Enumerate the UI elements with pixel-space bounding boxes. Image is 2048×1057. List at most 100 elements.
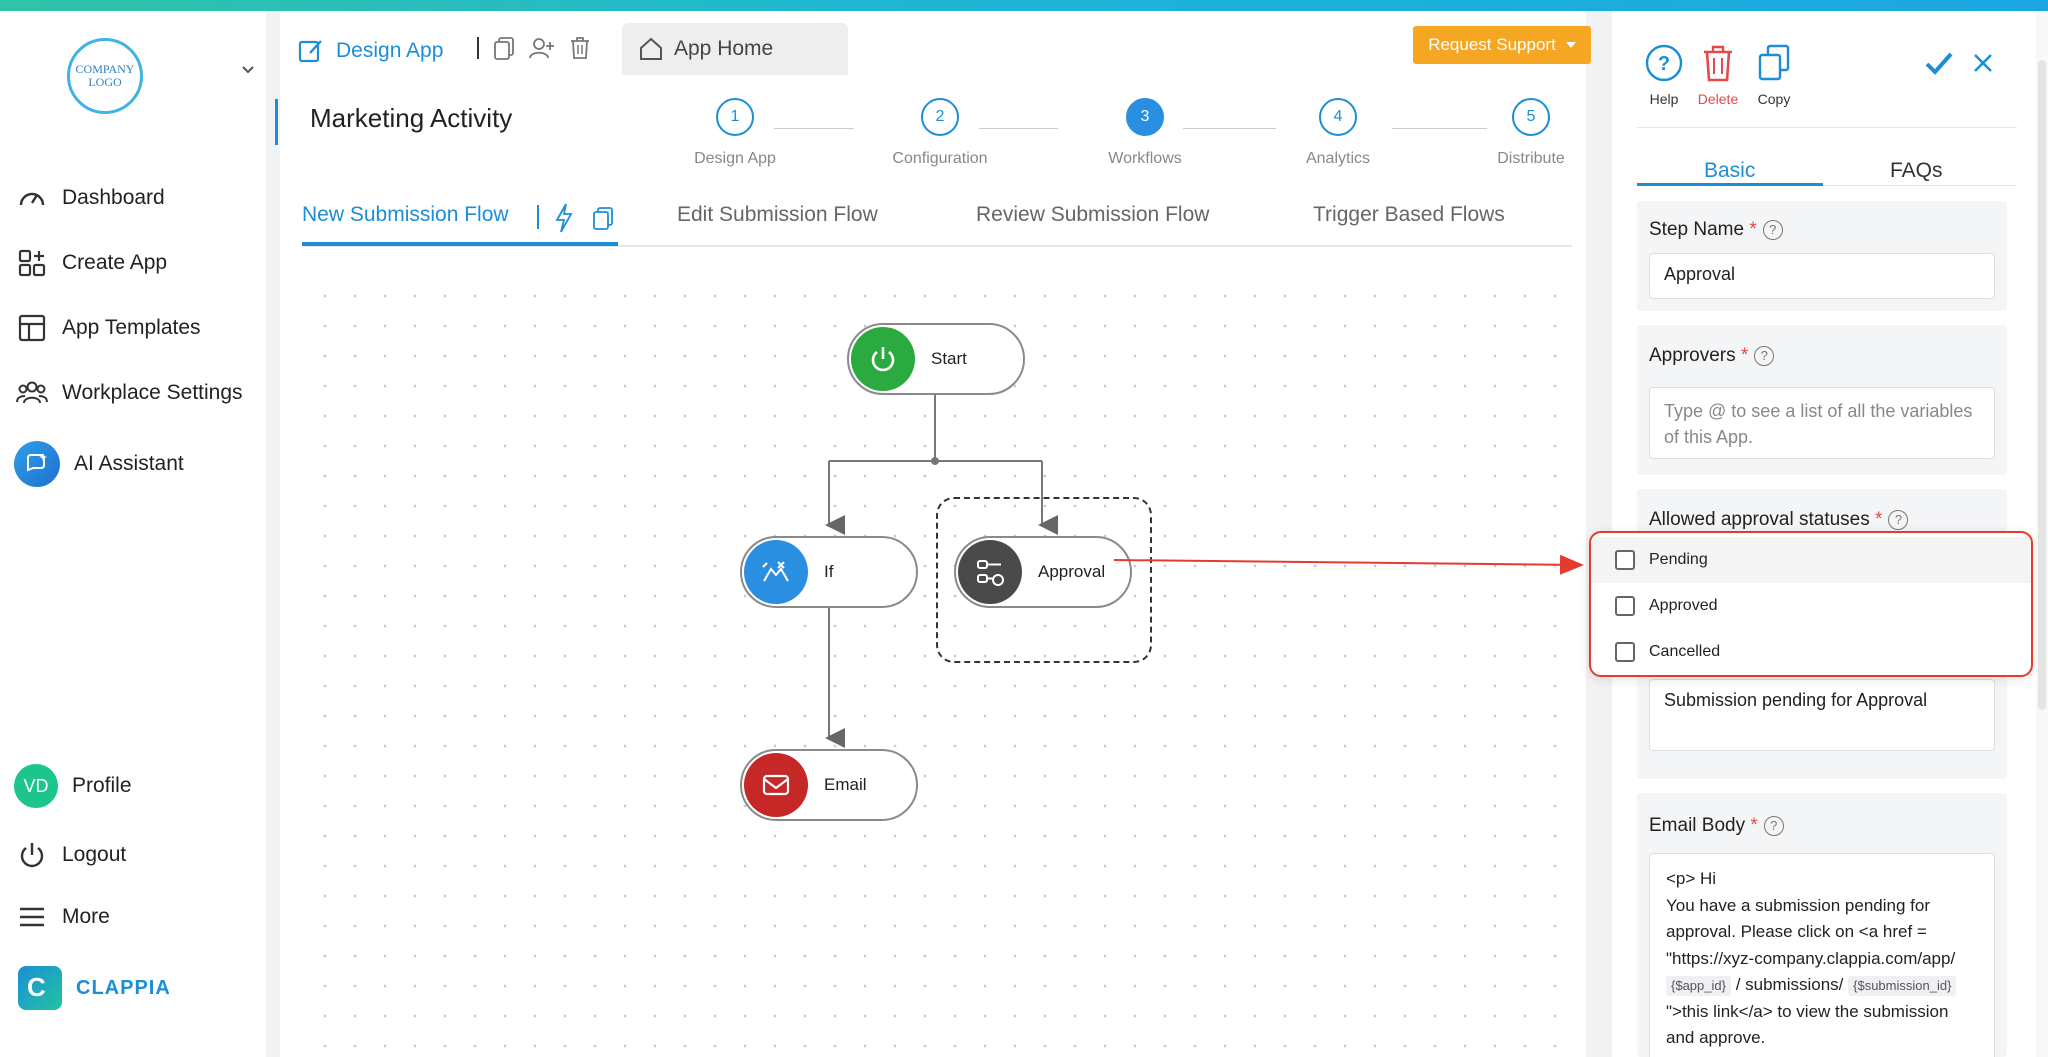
- tab-faqs[interactable]: FAQs: [1890, 159, 1943, 182]
- step-number: 4: [1319, 98, 1357, 136]
- action-label: Help: [1649, 91, 1679, 107]
- sidebar-item-label: Create App: [62, 251, 168, 274]
- step-name-input[interactable]: Approval: [1649, 253, 1995, 299]
- sidebar-item-logout[interactable]: Logout: [16, 835, 126, 875]
- copy-button[interactable]: Copy: [1752, 41, 1796, 107]
- step-label: Configuration: [892, 150, 988, 167]
- action-label: Copy: [1757, 91, 1791, 107]
- lightning-icon[interactable]: [554, 203, 574, 233]
- status-option-pending[interactable]: Pending: [1591, 537, 2031, 583]
- field-label: Approvers *?: [1649, 345, 1775, 367]
- node-if[interactable]: If: [740, 536, 918, 608]
- email-subject-input[interactable]: Submission pending for Approval: [1649, 679, 1995, 751]
- branch-icon: [744, 540, 808, 604]
- step-configuration[interactable]: 2 Configuration: [880, 98, 1000, 168]
- brand-logo[interactable]: CLAPPIA: [18, 966, 171, 1010]
- step-distribute[interactable]: 5 Distribute: [1471, 98, 1591, 168]
- step-connector: [1392, 128, 1487, 129]
- scrollbar-thumb[interactable]: [2038, 60, 2046, 710]
- mail-icon: [744, 753, 808, 817]
- sidebar-item-label: Logout: [62, 843, 127, 866]
- workflow-canvas[interactable]: Start If Approval Email: [302, 273, 1572, 1057]
- checkbox[interactable]: [1615, 550, 1635, 570]
- approval-icon: [958, 540, 1022, 604]
- option-label: Cancelled: [1649, 643, 1721, 660]
- node-email[interactable]: Email: [740, 749, 918, 821]
- status-option-cancelled[interactable]: Cancelled: [1591, 629, 2031, 675]
- approvers-input[interactable]: Type @ to see a list of all the variable…: [1649, 387, 1995, 459]
- svg-text:?: ?: [1658, 53, 1670, 75]
- tab-review-submission-flow[interactable]: Review Submission Flow: [976, 203, 1210, 226]
- request-support-button[interactable]: Request Support: [1413, 26, 1591, 64]
- node-label: Approval: [1038, 562, 1106, 581]
- email-body-input[interactable]: <p> Hi You have a submission pending for…: [1649, 853, 1995, 1057]
- sidebar-item-app-templates[interactable]: App Templates: [16, 308, 201, 348]
- help-icon[interactable]: ?: [1763, 815, 1784, 836]
- copy-icon: [1752, 41, 1796, 85]
- field-label: Allowed approval statuses *?: [1649, 509, 1909, 531]
- sidebar-item-workplace-settings[interactable]: Workplace Settings: [16, 373, 243, 413]
- variable-chip[interactable]: {$app_id}: [1666, 976, 1731, 996]
- email-body-text: / submissions/: [1735, 975, 1844, 994]
- help-icon[interactable]: ?: [1762, 219, 1783, 240]
- step-label: Design App: [694, 150, 776, 167]
- sidebar-item-profile[interactable]: VD Profile: [14, 764, 132, 808]
- status-option-approved[interactable]: Approved: [1591, 583, 2031, 629]
- email-body-text: You have a submission pending for approv…: [1666, 895, 1956, 968]
- node-label: Email: [824, 775, 867, 794]
- add-user-icon[interactable]: [529, 36, 555, 60]
- node-start[interactable]: Start: [847, 323, 1025, 395]
- checkbox[interactable]: [1615, 596, 1635, 616]
- node-label: Start: [931, 349, 967, 368]
- main-area: Design App App Home Request Support Mark…: [275, 11, 1591, 1057]
- help-icon[interactable]: ?: [1754, 345, 1775, 366]
- sidebar-item-label: AI Assistant: [74, 452, 184, 475]
- step-connector: [1183, 128, 1276, 129]
- copy-icon[interactable]: [592, 206, 614, 230]
- tab-baseline: [1637, 185, 2017, 186]
- step-number: 2: [921, 98, 959, 136]
- field-label: Email Body *?: [1649, 815, 1784, 837]
- flow-connectors: [825, 395, 1058, 748]
- step-number: 3: [1126, 98, 1164, 136]
- sidebar-item-label: Profile: [72, 774, 132, 797]
- step-analytics[interactable]: 4 Analytics: [1278, 98, 1398, 168]
- home-icon: [640, 37, 662, 60]
- option-label: Pending: [1649, 551, 1708, 568]
- step-design-app[interactable]: 1 Design App: [675, 98, 795, 168]
- sidebar-item-label: Workplace Settings: [62, 381, 243, 404]
- variable-chip[interactable]: {$submission_id}: [1848, 976, 1957, 996]
- close-icon[interactable]: [1972, 52, 1994, 74]
- email-body-text: ">this link</a> to view the submission a…: [1666, 1001, 1949, 1048]
- help-button[interactable]: ? Help: [1642, 41, 1686, 107]
- sidebar-item-more[interactable]: More: [16, 897, 110, 937]
- delete-button[interactable]: Delete: [1696, 41, 1740, 107]
- step-label: Workflows: [1108, 150, 1182, 167]
- sidebar-item-dashboard[interactable]: Dashboard: [16, 178, 165, 218]
- check-icon[interactable]: [1924, 49, 1954, 79]
- copy-icon[interactable]: [493, 36, 515, 60]
- sidebar-item-create-app[interactable]: Create App: [16, 243, 167, 283]
- step-label: Analytics: [1305, 150, 1371, 167]
- node-approval[interactable]: Approval: [954, 536, 1132, 608]
- tab-basic[interactable]: Basic: [1704, 159, 1756, 182]
- tab-design-app[interactable]: Design App: [280, 23, 462, 79]
- tab-app-home[interactable]: App Home: [622, 23, 848, 75]
- top-accent-bar: [0, 0, 2048, 11]
- help-icon[interactable]: ?: [1888, 509, 1909, 530]
- checkbox[interactable]: [1615, 642, 1635, 662]
- option-label: Approved: [1649, 597, 1718, 614]
- chevron-down-icon[interactable]: [240, 61, 258, 79]
- tab-edit-submission-flow[interactable]: Edit Submission Flow: [677, 203, 878, 226]
- company-logo[interactable]: COMPANY LOGO: [67, 38, 143, 114]
- trash-icon[interactable]: [569, 36, 591, 60]
- step-workflows[interactable]: 3 Workflows: [1085, 98, 1205, 168]
- tab-new-submission-flow[interactable]: New Submission Flow: [302, 203, 509, 226]
- tab-actions: [477, 36, 591, 60]
- tab-trigger-based-flows[interactable]: Trigger Based Flows: [1313, 203, 1505, 226]
- step-connector: [774, 128, 854, 129]
- sidebar-item-ai-assistant[interactable]: AI Assistant: [14, 441, 184, 487]
- title-accent: [275, 99, 278, 145]
- action-label: Delete: [1697, 91, 1739, 107]
- divider: [477, 37, 479, 59]
